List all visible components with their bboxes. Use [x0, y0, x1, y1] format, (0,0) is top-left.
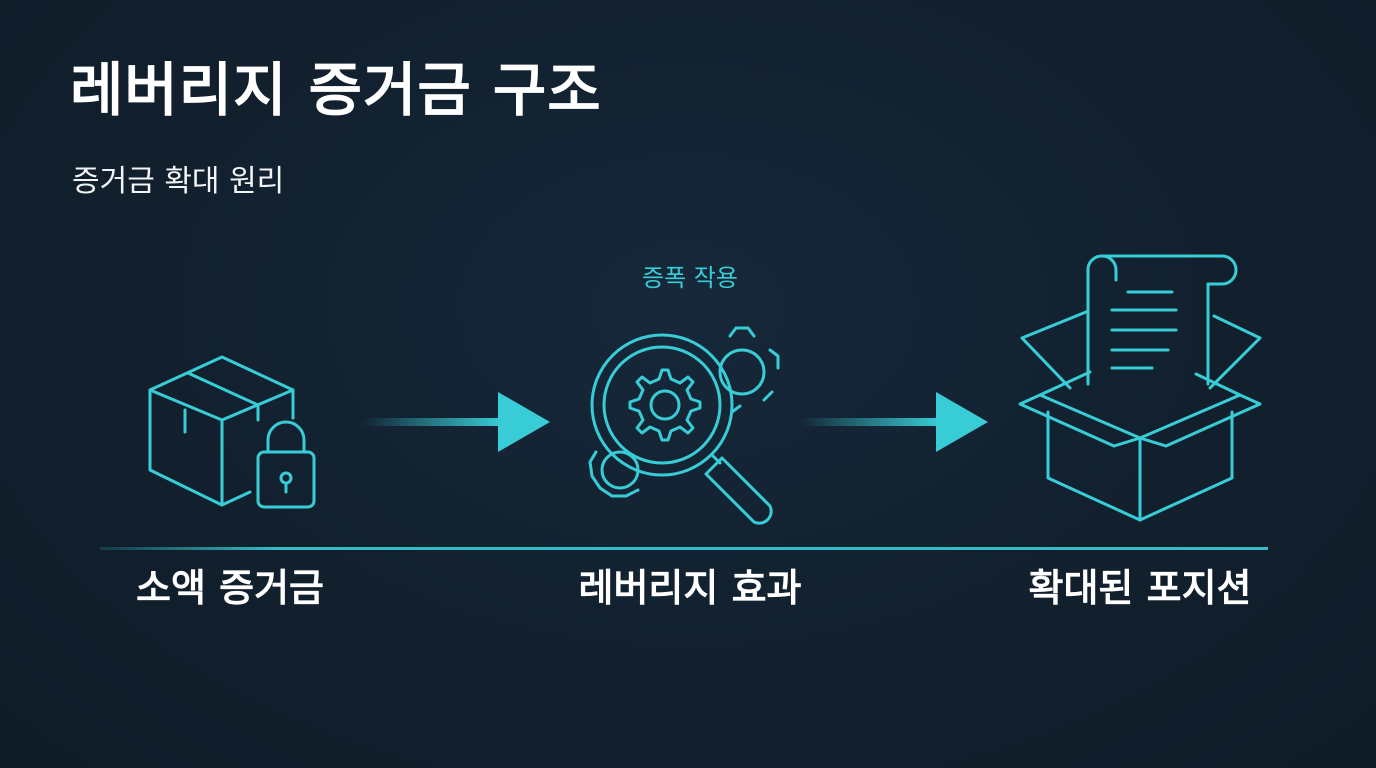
magnifier-gears-icon	[588, 326, 780, 525]
arrow-2	[800, 392, 988, 452]
locked-box-icon	[148, 355, 316, 509]
arrow-1	[362, 392, 550, 452]
page-title: 레버리지 증거금 구조	[70, 56, 602, 124]
step-label-leverage-effect: 레버리지 효과	[578, 566, 802, 610]
open-box-document-icon	[1018, 254, 1262, 522]
baseline	[100, 547, 1268, 550]
amplification-annotation: 증폭 작용	[642, 264, 738, 292]
step-label-small-margin: 소액 증거금	[135, 566, 325, 610]
step-label-expanded-position: 확대된 포지션	[1028, 566, 1252, 610]
page-subtitle: 증거금 확대 원리	[72, 164, 285, 199]
